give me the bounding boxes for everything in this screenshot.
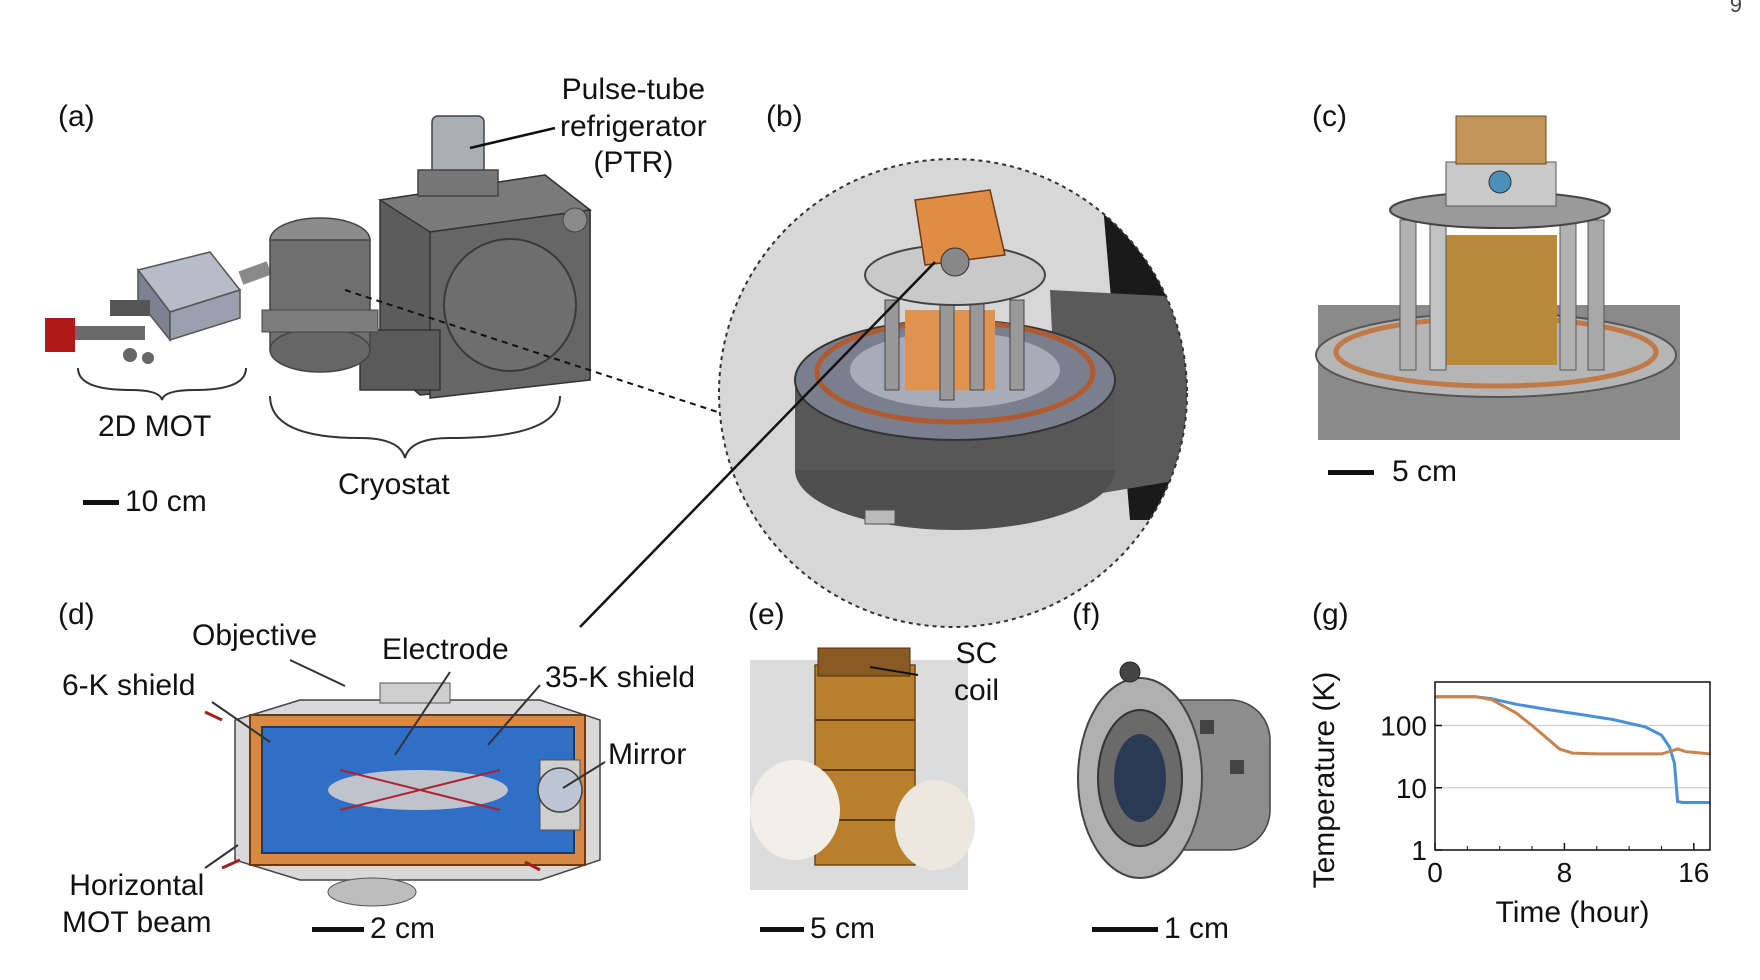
cryostat-illustration <box>261 115 592 399</box>
panel-e-label: (e) <box>748 598 785 631</box>
ptr-callout-line <box>469 126 556 150</box>
panel-b-label: (b) <box>766 100 803 133</box>
series-line-2 <box>1435 695 1711 756</box>
sc-coil-label: SC coil <box>954 636 999 709</box>
mirror-label: Mirror <box>608 738 687 771</box>
objective-link-line <box>579 261 936 628</box>
shield-6k-label: 6-K shield <box>62 669 196 702</box>
cryostat-label: Cryostat <box>338 468 450 501</box>
objective-mount-photo <box>1077 661 1271 879</box>
sc-coil-line-1: SC <box>955 637 998 670</box>
x-tick-label: 0 <box>1427 857 1443 888</box>
scale-bar-a: 10 cm <box>83 485 207 519</box>
trap-cross-section-render <box>204 682 601 907</box>
electrode-label: Electrode <box>382 633 509 666</box>
panel-a-label: (a) <box>58 100 95 133</box>
zoomed-cryostat-render <box>719 159 1187 627</box>
panel-f-label: (f) <box>1072 598 1101 631</box>
objective-label: Objective <box>192 619 318 652</box>
mot-apparatus-illustration <box>45 251 272 364</box>
panel-d-label: (d) <box>58 598 95 631</box>
zoom-connector-line <box>344 289 743 421</box>
scale-bar-a-text: 10 cm <box>125 485 207 518</box>
ptr-line-3: (PTR) <box>593 146 674 180</box>
x-tick-label: 16 <box>1678 857 1709 888</box>
x-axis-label: Time (hour) <box>1496 896 1650 929</box>
panel-g-label: (g) <box>1312 598 1349 631</box>
ptr-line-2: refrigerator <box>560 109 707 143</box>
y-tick-label: 10 <box>1396 773 1427 804</box>
sc-coil-line-2: coil <box>954 673 1000 707</box>
shield-35k-label: 35-K shield <box>545 661 696 694</box>
scale-bar-f: 1 cm <box>1092 912 1229 946</box>
scale-bar-f-text: 1 cm <box>1164 912 1230 945</box>
cryostat-photo <box>1315 115 1680 440</box>
mot-label: 2D MOT <box>98 410 212 443</box>
scale-bar-c-text: 5 cm <box>1392 455 1458 488</box>
mot-brace <box>77 367 247 401</box>
scale-bar-d: 2 cm <box>312 912 435 946</box>
y-axis-label: Temperature (K) <box>1308 672 1341 889</box>
cryostat-brace <box>269 395 561 459</box>
scale-bar-d-text: 2 cm <box>370 912 436 945</box>
mot-beam-label: Horizontal MOT beam <box>62 868 212 941</box>
series-line-1 <box>1435 695 1710 804</box>
plot-frame <box>1434 681 1711 851</box>
page-number: 9 <box>1729 0 1742 17</box>
scale-bar-c: 5 cm <box>1328 455 1457 489</box>
y-tick-label: 1 <box>1411 835 1427 866</box>
mot-beam-line-1: Horizontal <box>69 869 205 902</box>
panel-c-label: (c) <box>1312 100 1347 133</box>
ptr-line-1: Pulse-tube <box>561 73 706 106</box>
y-tick-label: 100 <box>1380 711 1427 742</box>
scale-bar-e: 5 cm <box>760 912 875 946</box>
sc-coil-photo <box>750 647 975 890</box>
ptr-callout-text: Pulse-tube refrigerator (PTR) <box>560 72 707 182</box>
scale-bar-e-text: 5 cm <box>810 912 876 945</box>
x-tick-label: 8 <box>1557 857 1573 888</box>
mot-beam-line-2: MOT beam <box>62 905 212 939</box>
zoom-circle-outline <box>718 158 1188 628</box>
